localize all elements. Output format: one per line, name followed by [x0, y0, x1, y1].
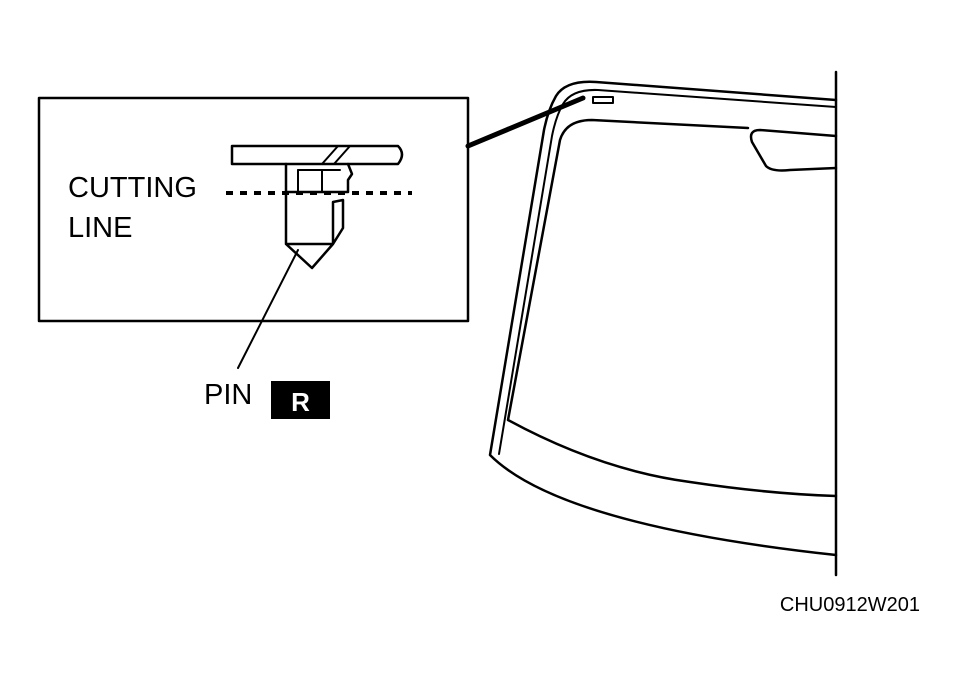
- replace-badge-text: R: [291, 387, 310, 417]
- molding-hatch-2: [333, 145, 351, 165]
- glass-viewing-area: [506, 118, 838, 498]
- glass-inner-border: [749, 128, 838, 172]
- pin-head: [284, 162, 354, 194]
- pin-location-mark: [592, 96, 614, 104]
- windshield: [488, 70, 838, 577]
- figure-code: CHU0912W201: [780, 594, 920, 616]
- detail-box-frame: [37, 96, 470, 323]
- pin-label-pointer: [237, 249, 299, 369]
- pin-callout: PIN R: [204, 379, 330, 419]
- pin-label: PIN: [204, 379, 252, 411]
- cutting-label-line2: LINE: [68, 212, 132, 244]
- cutting-label-line1: CUTTING: [68, 172, 197, 204]
- replace-badge: [271, 381, 330, 419]
- detail-leader-line: [465, 95, 586, 149]
- glass-outer-outline: [488, 80, 838, 557]
- molding-hatch-1: [321, 145, 339, 165]
- detail-inset: CUTTING LINE: [37, 96, 470, 369]
- glass-edge-outline: [498, 88, 837, 455]
- pin-shaft: [284, 190, 345, 270]
- molding-strip: [230, 144, 404, 166]
